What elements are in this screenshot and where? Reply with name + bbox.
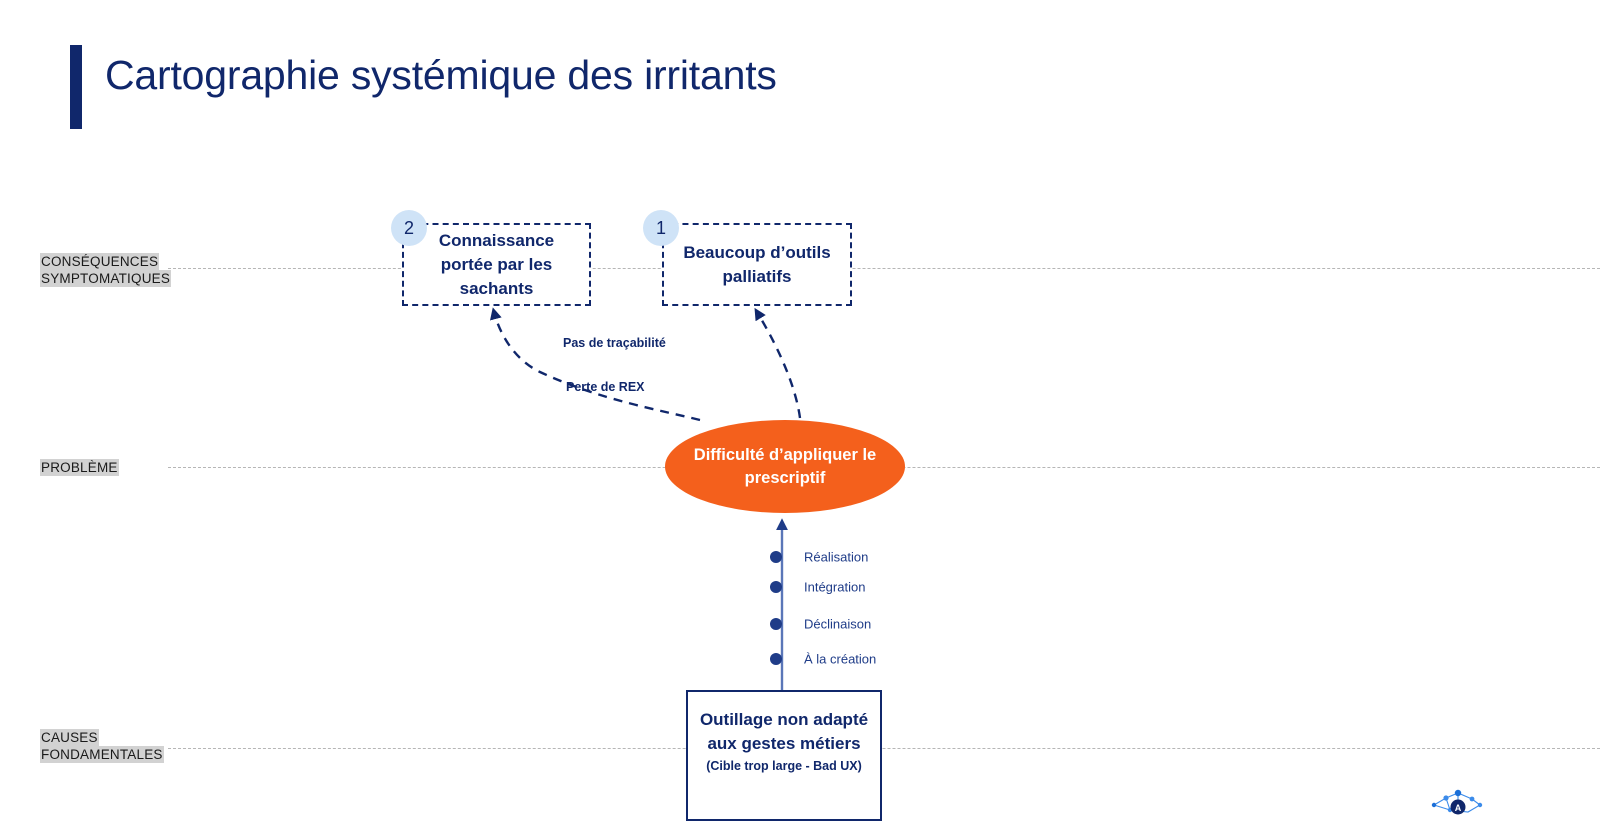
- node-difficulte-dappliquer-le-prescriptif[interactable]: Difficulté d’appliquer le prescriptif: [665, 420, 905, 513]
- node-outillage-non-adapte[interactable]: Outillage non adapté aux gestes métiers …: [686, 690, 882, 821]
- node-connaissance-portee-par-les-sachants[interactable]: Connaissance portée par les sachants: [402, 223, 591, 306]
- badge-number-2-label: 2: [403, 217, 414, 238]
- badge-number-1: 1: [643, 210, 679, 246]
- badge-number-1-label: 1: [655, 217, 666, 238]
- band-label-causes: CAUSES FONDAMENTALES: [40, 729, 164, 763]
- node-outillage-title: Outillage non adapté aux gestes métiers: [699, 710, 869, 753]
- band-label-consequences-line2: SYMPTOMATIQUES: [40, 270, 172, 287]
- svg-text:A: A: [1455, 803, 1462, 813]
- page-title: Cartographie systémique des irritants: [105, 52, 777, 98]
- chain-label-integration: Intégration: [804, 579, 866, 595]
- edge-probleme-to-outils: [754, 307, 802, 419]
- node-outils-label: Beaucoup d’outils palliatifs: [683, 242, 831, 286]
- node-outillage-subtitle: (Cible trop large - Bad UX): [706, 759, 862, 773]
- badge-number-2: 2: [391, 210, 427, 246]
- chain-label-declinaison: Déclinaison: [804, 616, 872, 632]
- band-label-consequences-line1: CONSÉQUENCES: [40, 253, 160, 270]
- node-connaissance-label: Connaissance portée par les sachants: [438, 230, 555, 298]
- band-label-probleme-line1: PROBLÈME: [40, 459, 119, 476]
- chain-dot-declinaison: [770, 618, 782, 630]
- chain-label-a-la-creation: À la création: [804, 651, 877, 667]
- edge-label-perte-de-rex: Perte de REX: [566, 380, 645, 394]
- guideline-consequences: [168, 268, 1600, 269]
- band-label-causes-line1: CAUSES: [40, 729, 99, 746]
- edge-probleme-to-connaissance: [490, 307, 701, 422]
- network-nodes-logo: A: [1431, 789, 1483, 815]
- edge-label-pas-de-tracabilite: Pas de traçabilité: [563, 336, 666, 350]
- band-label-consequences: CONSÉQUENCES SYMPTOMATIQUES: [40, 253, 172, 287]
- node-beaucoup-doutils-palliatifs[interactable]: Beaucoup d’outils palliatifs: [662, 223, 852, 306]
- title-accent-bar: [70, 45, 82, 129]
- chain-dot-integration: [770, 581, 782, 593]
- node-probleme-label: Difficulté d’appliquer le prescriptif: [693, 445, 877, 487]
- guideline-causes: [168, 748, 1600, 749]
- chain-label-realisation: Réalisation: [804, 549, 869, 565]
- cause-chain-list: Réalisation Intégration Déclinaison À la…: [770, 545, 976, 695]
- chain-dot-realisation: [770, 551, 782, 563]
- band-label-probleme: PROBLÈME: [40, 459, 119, 476]
- band-label-causes-line2: FONDAMENTALES: [40, 746, 164, 763]
- chain-dot-a-la-creation: [770, 653, 782, 665]
